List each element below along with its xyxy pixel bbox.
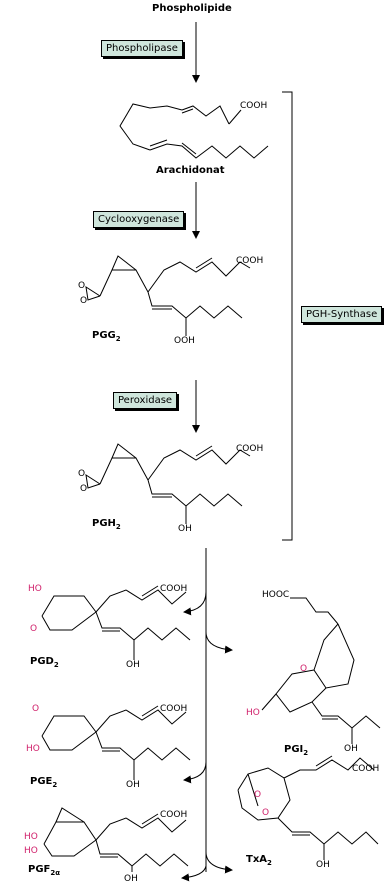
enzyme-phospholipase: Phospholipase xyxy=(101,40,183,57)
group-ooh-pgg2: OOH xyxy=(174,336,195,346)
group-oh-pge2: OH xyxy=(126,780,140,790)
arrow-pgi2 xyxy=(205,631,233,654)
label-pge2: PGE2 xyxy=(30,776,58,789)
group-o-pgh2-b: O xyxy=(80,484,88,494)
group-o-pgg2-b: O xyxy=(80,296,88,306)
group-o-pgh2-a: O xyxy=(78,469,86,479)
arrow-txa2 xyxy=(205,851,233,874)
group-cooh-arachidonat: COOH xyxy=(240,101,268,111)
arrow-pgd2 xyxy=(183,591,207,616)
group-oh-pgi2: OH xyxy=(344,744,358,754)
group-cooh-pgf2a: COOH xyxy=(160,810,188,820)
arrow-pgf2a xyxy=(181,865,207,882)
enzyme-pgh-synthase: PGH-Synthase xyxy=(301,306,383,323)
group-o-pgd2: O xyxy=(30,624,38,634)
pgf2a-structure xyxy=(43,807,189,872)
group-oh-pgf2a: OH xyxy=(124,874,138,884)
group-o-txa2-b: O xyxy=(262,808,270,818)
group-ho-pgi2: HO xyxy=(246,708,260,718)
arrow-pge2 xyxy=(183,761,207,784)
pgi2-structure xyxy=(261,597,381,744)
group-ho-pgf2a-b: HO xyxy=(24,846,38,856)
arachidonat-structure xyxy=(119,103,269,159)
group-o-pgi2: O xyxy=(300,664,308,674)
label-pgg2: PGG2 xyxy=(92,330,121,343)
enzyme-cyclooxygenase: Cyclooxygenase xyxy=(93,211,185,228)
group-cooh-pge2: COOH xyxy=(160,704,188,714)
group-o-pge2: O xyxy=(32,704,40,714)
enzyme-peroxidase: Peroxidase xyxy=(113,392,178,409)
group-cooh-pgd2: COOH xyxy=(160,584,188,594)
pgg2-structure xyxy=(85,255,251,336)
pgh2-structure xyxy=(85,443,251,524)
group-o-txa2-a: O xyxy=(254,790,262,800)
group-o-pgg2-a: O xyxy=(78,281,86,291)
pgd2-structure xyxy=(41,585,191,660)
group-oh-txa2: OH xyxy=(316,860,330,870)
group-oh-pgh2: OH xyxy=(178,524,192,534)
synthase-bracket xyxy=(282,91,293,541)
txa2-structure xyxy=(237,755,379,860)
label-pgd2: PGD2 xyxy=(30,656,59,669)
title-phospholipide: Phospholipide xyxy=(152,3,232,14)
label-pgi2: PGI2 xyxy=(284,744,309,757)
label-txa2: TxA2 xyxy=(246,854,272,867)
group-cooh-pgh2: COOH xyxy=(236,444,264,454)
label-arachidonat: Arachidonat xyxy=(156,165,225,176)
label-pgf2a: PGF2α xyxy=(28,864,61,877)
group-ho-pge2: HO xyxy=(26,744,40,754)
group-cooh-txa2: COOH xyxy=(352,764,380,774)
group-ho-pgf2a-a: HO xyxy=(24,832,38,842)
group-oh-pgd2: OH xyxy=(126,660,140,670)
group-cooh-pgg2: COOH xyxy=(236,256,264,266)
label-pgh2: PGH2 xyxy=(92,518,121,531)
pge2-structure xyxy=(41,705,191,780)
group-hooc-pgi2: HOOC xyxy=(262,590,290,600)
group-ho-pgd2: HO xyxy=(28,584,42,594)
